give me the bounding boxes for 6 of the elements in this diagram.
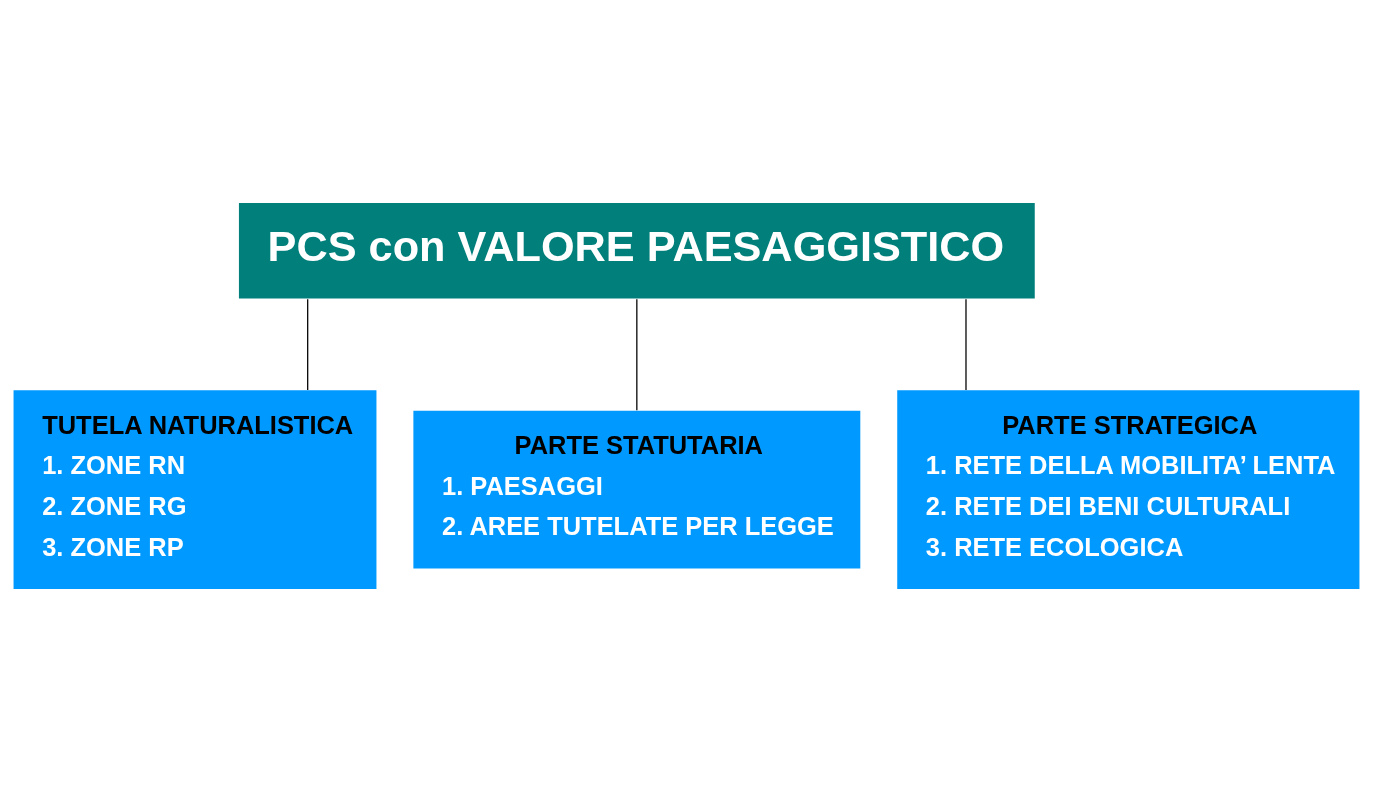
node-box: PCS con VALORE PAESAGGISTICO [238, 202, 1035, 299]
node-box: PARTE STATUTARIA 1. PAESAGGI 2. AREE TUTELATE PER LEGGE [413, 410, 861, 569]
node-box: TUTELA NATURALISTICA 1. ZONE RN 2. ZONE RG 3. ZONE RP [13, 389, 377, 589]
node-box: PARTE STRATEGICA 1. RETE DELLA MOBILITA’ LENTA 2. RETE DEI BENI CULTURALI 3. RETE ECOLOGICA [897, 389, 1360, 589]
connector [307, 298, 309, 391]
connector [636, 298, 638, 411]
